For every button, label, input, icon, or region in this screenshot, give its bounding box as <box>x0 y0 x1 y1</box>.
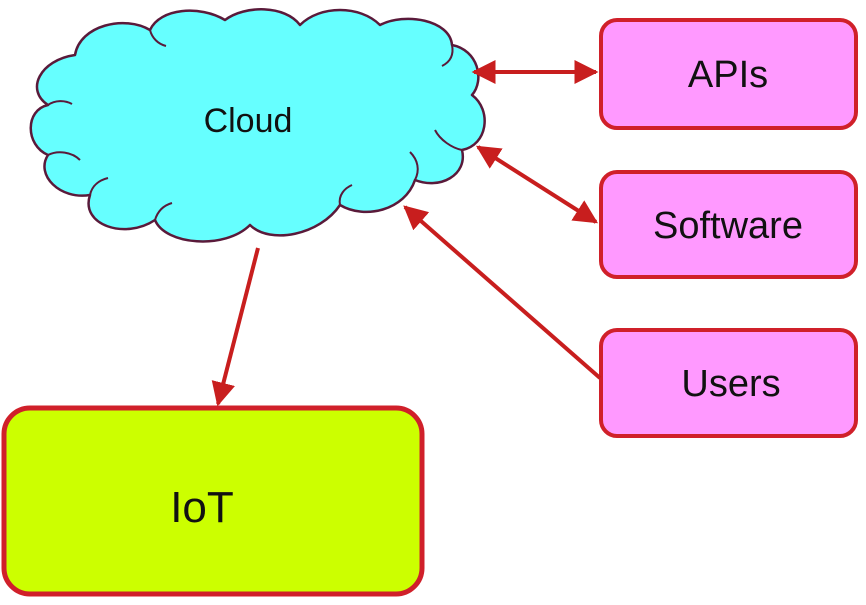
cloud-curl <box>47 151 81 161</box>
software-node: Software <box>599 170 858 279</box>
users-node: Users <box>599 328 858 438</box>
cloud-curl <box>338 184 353 206</box>
arrow-users-to-cloud <box>403 205 602 380</box>
iot-box <box>1 405 425 597</box>
users-label: Users <box>681 363 780 405</box>
cloud-label: Cloud <box>204 102 293 140</box>
iot-label: IoT <box>170 483 234 532</box>
cloud-curl <box>47 100 73 106</box>
arrow-cloud-software <box>475 145 599 224</box>
cloud-curl <box>149 29 167 47</box>
cloud-curl <box>154 202 173 221</box>
cloud-curl <box>441 44 454 67</box>
cloud-node: Cloud <box>29 8 486 243</box>
users-box <box>599 328 858 438</box>
arrow-cloud-to-iot <box>211 247 260 407</box>
cloud-curl <box>409 151 419 181</box>
apis-label: APIs <box>688 54 768 96</box>
software-box <box>599 170 858 279</box>
apis-node: APIs <box>599 18 858 130</box>
iot-node: IoT <box>1 405 425 597</box>
apis-box <box>599 18 858 130</box>
cloud-curl <box>89 177 109 196</box>
cloud-shape <box>29 8 486 243</box>
cloud-curl <box>434 129 463 151</box>
software-label: Software <box>653 205 803 247</box>
